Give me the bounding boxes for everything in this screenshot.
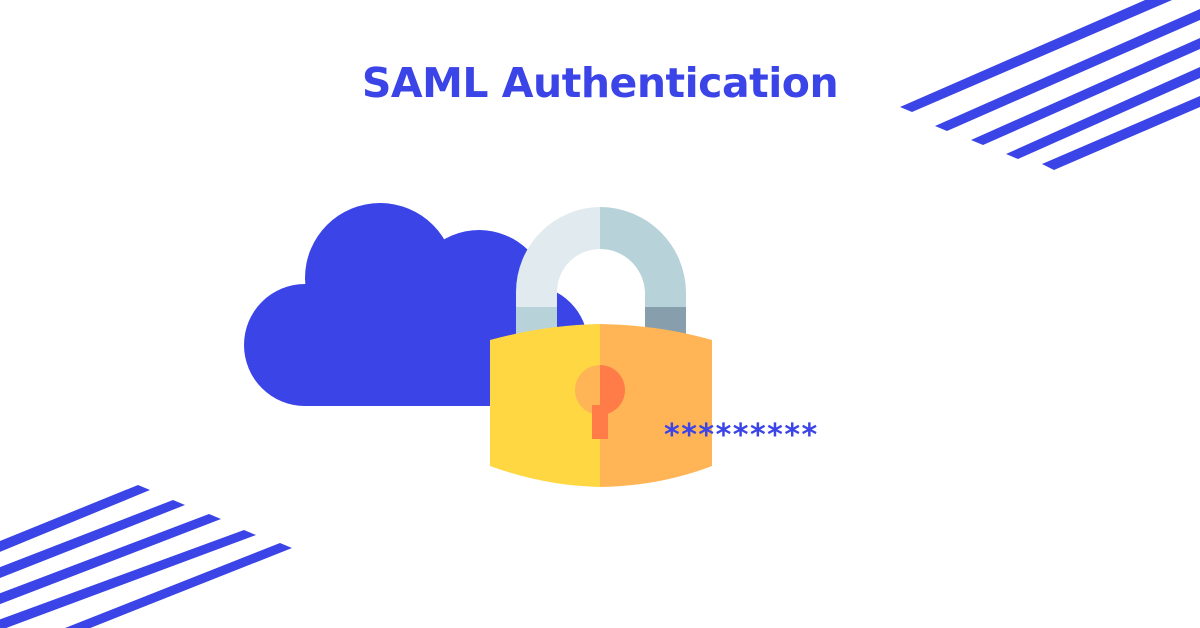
keyhole-left <box>575 365 600 415</box>
keyhole-stem <box>592 405 608 439</box>
padlock-icon <box>490 207 712 487</box>
decorative-stripes-bottom-left <box>0 485 292 628</box>
keyhole-right <box>600 365 625 415</box>
password-mask: ********* <box>664 418 819 453</box>
page-title: SAML Authentication <box>361 59 839 107</box>
decorative-stripes-top-right <box>900 0 1200 170</box>
